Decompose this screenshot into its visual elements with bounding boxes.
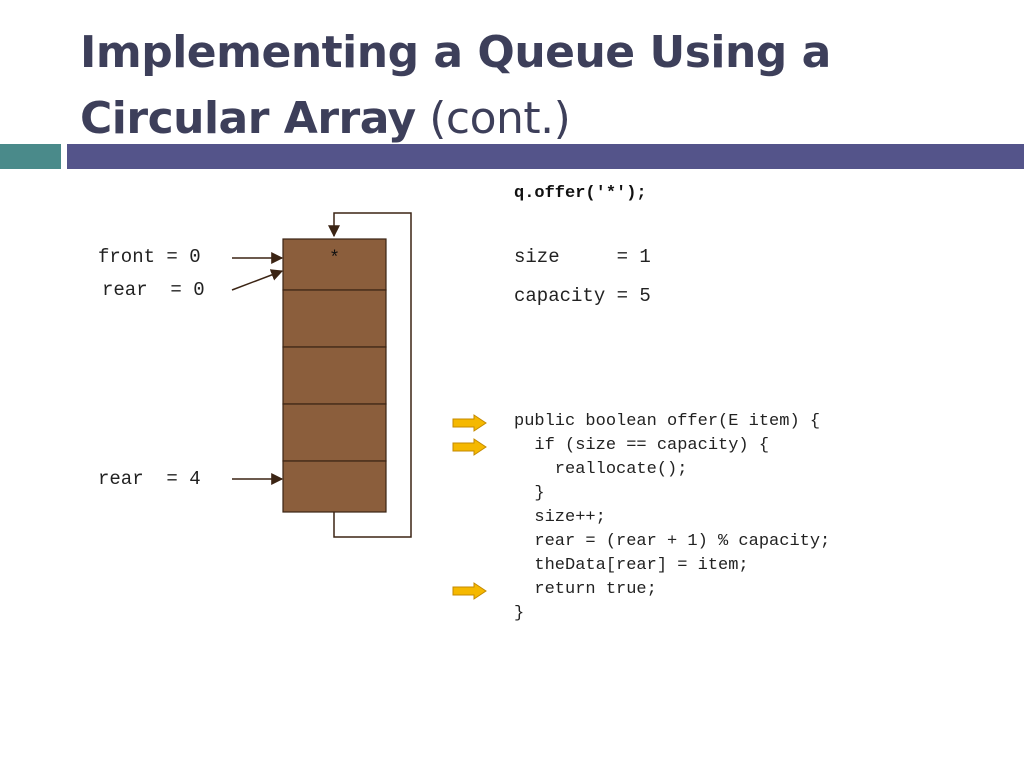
- title-line-1: Implementing a Queue Using a: [80, 27, 831, 78]
- code-line: }: [514, 484, 545, 503]
- title-suffix: (cont.): [415, 93, 571, 144]
- code-line: return true;: [514, 580, 657, 599]
- array-cell: [282, 346, 387, 405]
- code-line: theData[rear] = item;: [514, 556, 749, 575]
- code-line: rear = (rear + 1) % capacity;: [514, 532, 831, 551]
- code-line: reallocate();: [514, 460, 688, 479]
- code-line: public boolean offer(E item) {: [514, 412, 821, 431]
- array-cell: [282, 403, 387, 462]
- current-line-arrow-icon: [452, 438, 487, 456]
- title-underline-left: [0, 144, 61, 169]
- array-cell: [282, 460, 387, 513]
- code-line: }: [514, 604, 525, 623]
- array-cell: [282, 238, 387, 291]
- offer-method-code: public boolean offer(E item) { if (size …: [514, 410, 830, 626]
- rear-old-label: rear = 0: [102, 279, 205, 301]
- offer-call: q.offer('*');: [514, 184, 647, 203]
- slide-title: Implementing a Queue Using a Circular Ar…: [80, 20, 1000, 152]
- code-line: size++;: [514, 508, 606, 527]
- title-underline-right: [67, 144, 1024, 169]
- code-line: if (size == capacity) {: [514, 436, 770, 455]
- capacity-value: capacity = 5: [514, 285, 651, 307]
- wrap-around-arrow: [328, 212, 412, 538]
- current-line-arrow-icon: [452, 414, 487, 432]
- array-cell-value: *: [329, 249, 340, 269]
- front-label: front = 0: [98, 246, 201, 268]
- title-line-2: Circular Array: [80, 93, 416, 144]
- size-value: size = 1: [514, 246, 651, 268]
- current-line-arrow-icon: [452, 582, 487, 600]
- rear-new-label: rear = 4: [98, 468, 201, 490]
- array-cell: [282, 289, 387, 348]
- rear-old-pointer-arrow: [231, 269, 284, 291]
